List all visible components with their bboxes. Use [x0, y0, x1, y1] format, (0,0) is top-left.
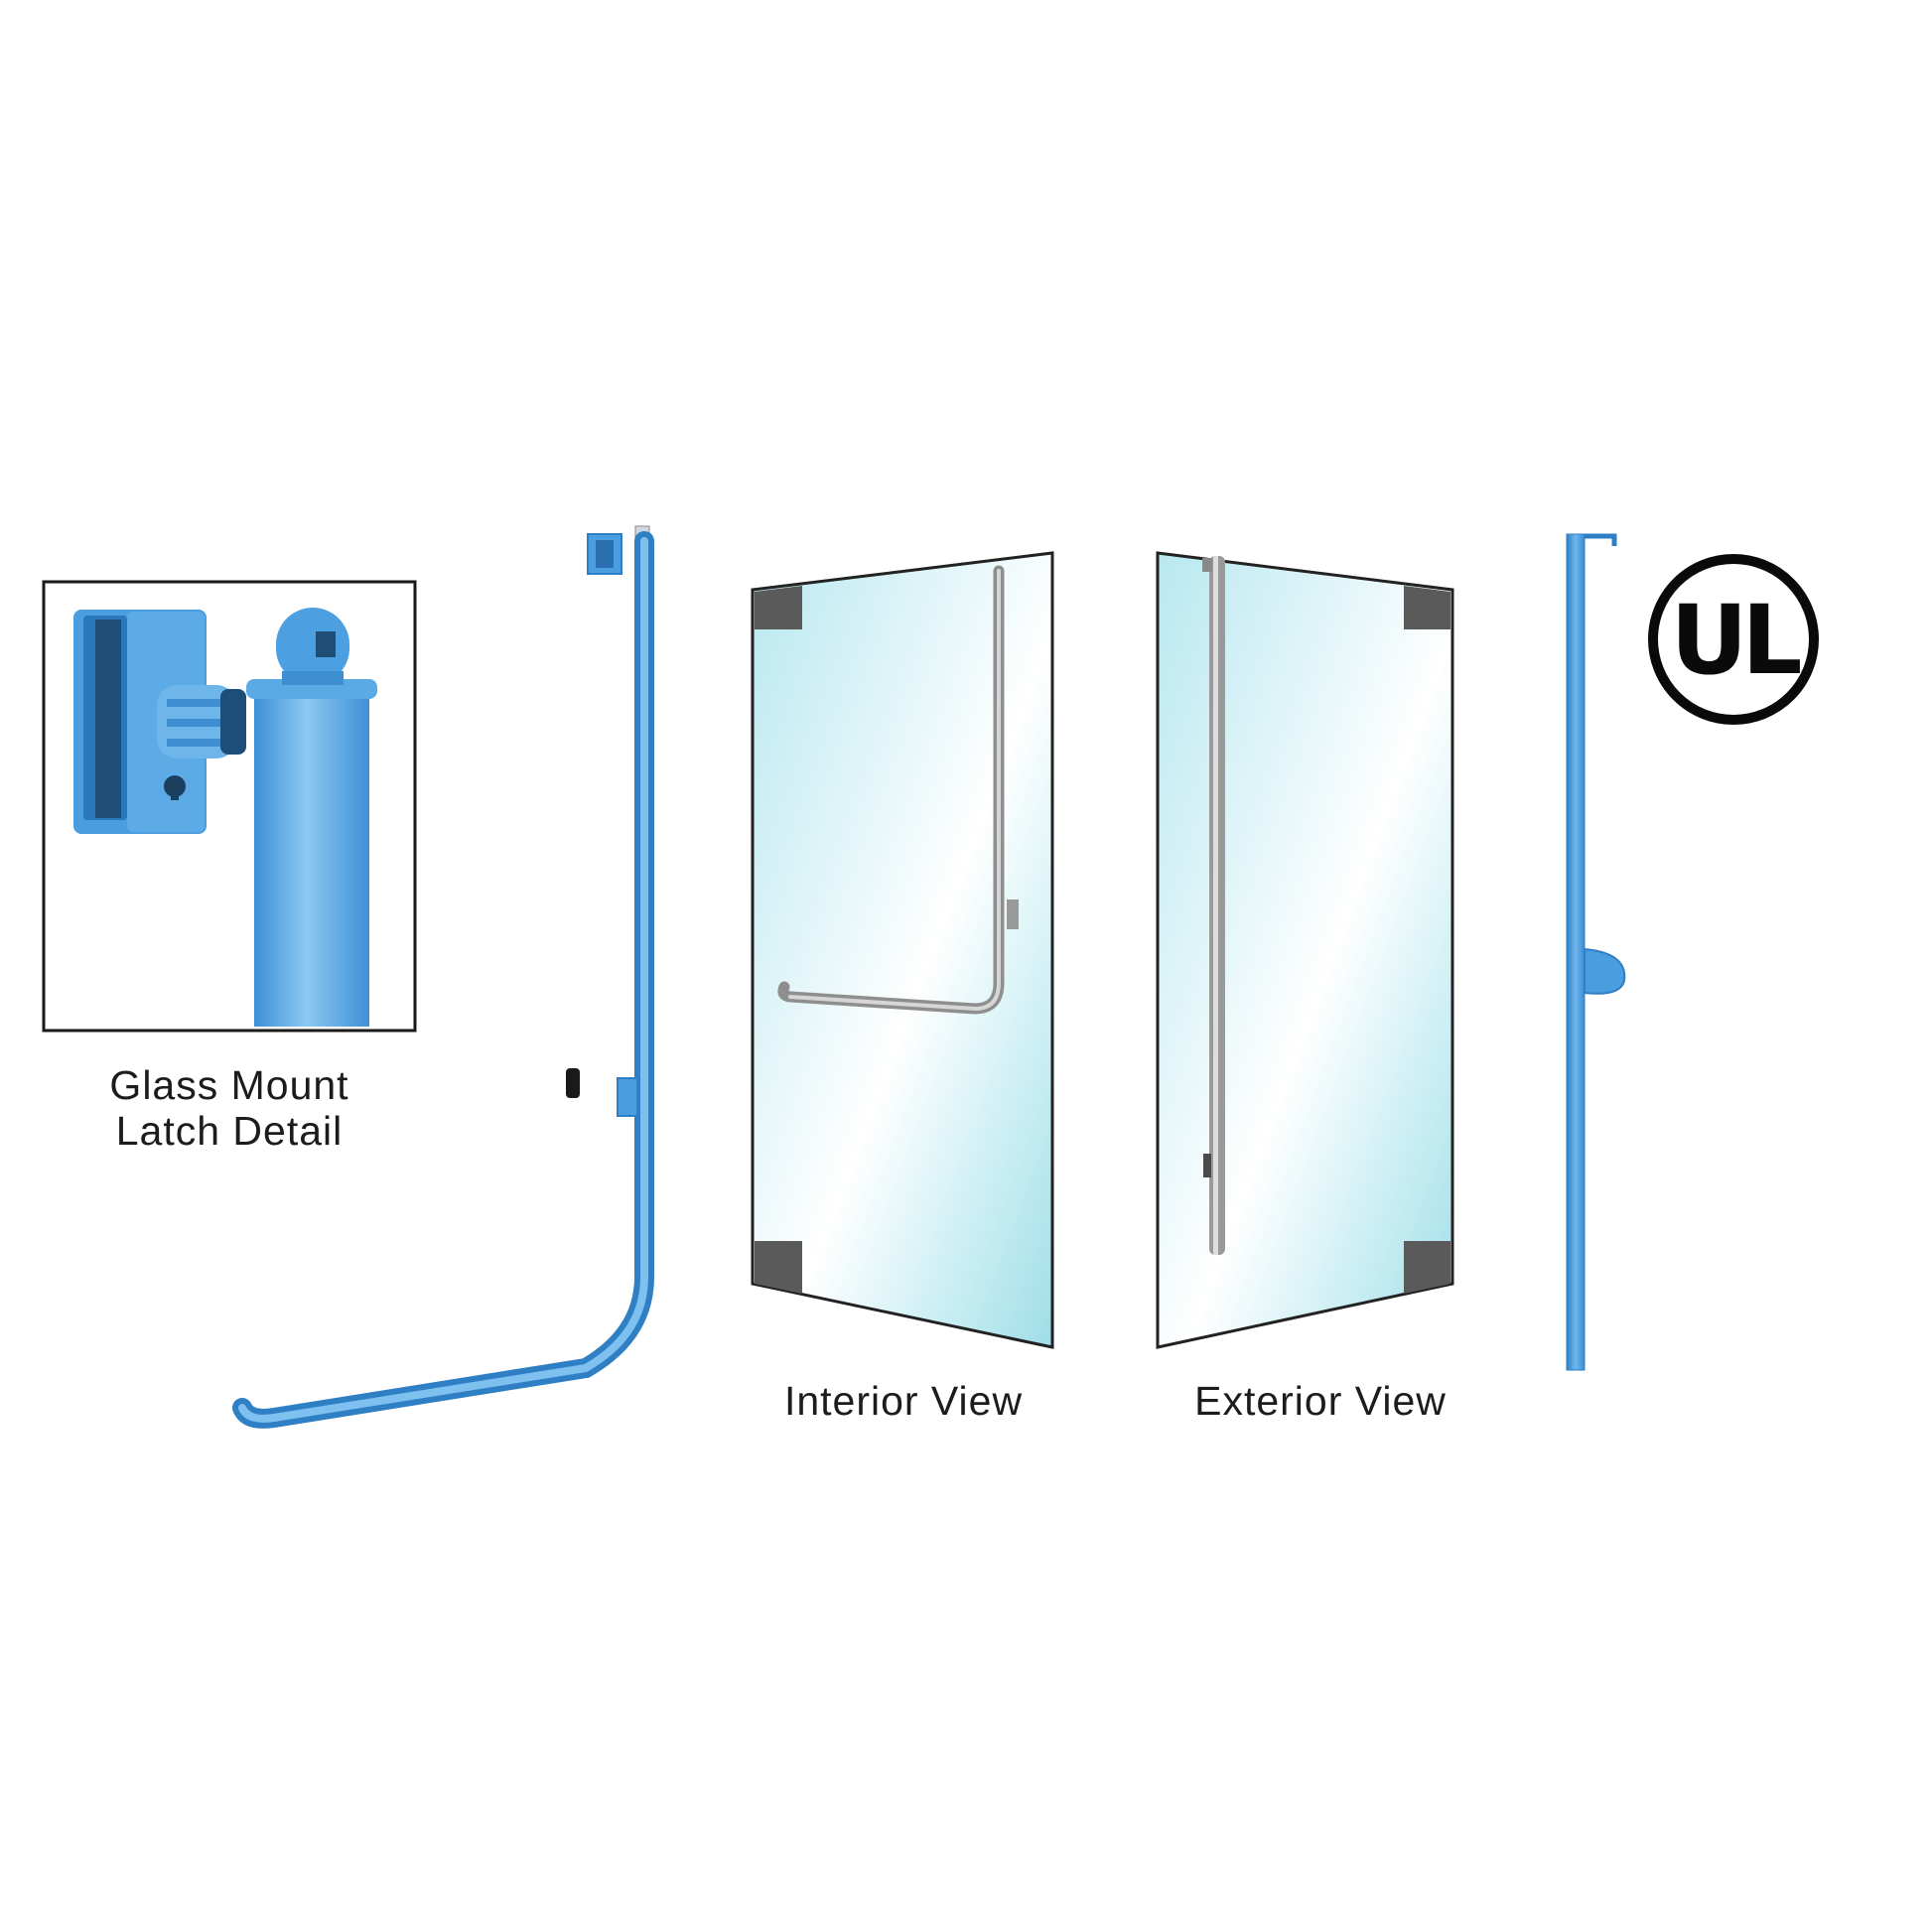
ul-mark-text: UL [1670, 585, 1802, 696]
ul-certification-icon: UL [1648, 554, 1819, 725]
clamp-connector [157, 685, 246, 759]
exterior-view-door [1156, 551, 1454, 1349]
detail-caption-line1: Glass Mount [109, 1062, 349, 1108]
glass-clamp [73, 610, 207, 834]
interior-view-door [751, 551, 1054, 1349]
interior-view-label: Interior View [783, 1378, 1024, 1424]
latch-detail-inset [42, 580, 417, 1033]
detail-caption-line2: Latch Detail [115, 1108, 344, 1154]
detail-caption: Glass Mount Latch Detail [44, 1062, 415, 1154]
exterior-straight-handle [1202, 556, 1225, 1255]
top-left-patch-fitting [755, 586, 802, 629]
interior-l-handle [777, 565, 1019, 1015]
top-right-patch-fitting [1404, 586, 1450, 629]
bottom-right-patch-fitting [1404, 1241, 1450, 1294]
latch-post [246, 608, 377, 1027]
bottom-left-patch-fitting [755, 1241, 802, 1294]
side-profile-bar [1566, 533, 1626, 1371]
l-shaped-pull-handle [232, 525, 654, 1429]
exterior-view-label: Exterior View [1194, 1378, 1447, 1424]
